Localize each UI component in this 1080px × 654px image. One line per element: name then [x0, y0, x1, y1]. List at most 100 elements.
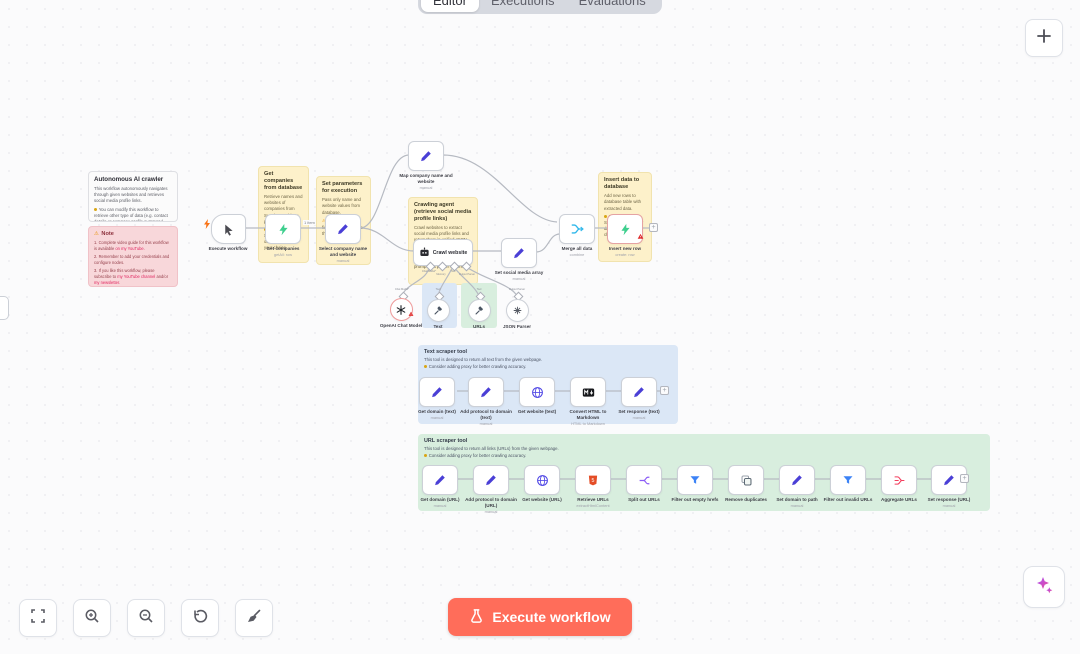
add-node-button[interactable] [1025, 19, 1063, 57]
node-label: Merge all data [561, 246, 593, 251]
trigger-bolt-icon [204, 219, 210, 229]
node-add-protocol-text[interactable]: Add protocol to domain (text) manual [458, 377, 514, 426]
edit-fields-icon [432, 387, 442, 398]
region-title: URL scraper tool [424, 438, 468, 444]
node-label: OpenAI Chat Model [379, 323, 423, 328]
zoom-out-button[interactable] [127, 599, 165, 637]
port-label: Tool [435, 288, 441, 291]
node-retrieve-urls[interactable]: 5 Retrieve URLs extractHtmlContent [565, 465, 621, 508]
node-label: Set domain to path [776, 497, 818, 502]
note-item-1: 1. Complete video guide for this workflo… [94, 240, 169, 252]
node-execute-workflow-trigger[interactable]: Execute workflow [200, 214, 256, 252]
warning-icon: ⚠ [322, 219, 326, 225]
tidy-up-button[interactable] [235, 599, 273, 637]
add-connection-button[interactable]: + [660, 386, 669, 395]
node-insert-new-row[interactable]: Insert new row create: row [597, 214, 653, 257]
node-subtitle: manual [484, 509, 498, 515]
node-label: JSON Parser [502, 324, 532, 329]
remove-duplicates-icon [741, 475, 751, 485]
edit-fields-icon [481, 387, 491, 398]
node-get-website-text[interactable]: Get website (text) [509, 377, 565, 415]
node-remove-duplicates[interactable]: Remove duplicates [718, 465, 774, 503]
node-subtitle: extractHtmlContent [576, 503, 610, 509]
youtube-channel-link[interactable]: my YouTube channel [117, 274, 156, 280]
node-offscreen-partial[interactable] [0, 296, 9, 320]
node-set-response-url[interactable]: Set response (URL) manual [921, 465, 977, 508]
note-autonomous-ai-crawler[interactable]: Autonomous AI crawler This workflow auto… [88, 171, 178, 222]
node-set-social-media-array[interactable]: Set social media array manual [491, 238, 547, 281]
filter-icon [843, 476, 853, 484]
node-label: Aggregate URLs [881, 497, 917, 502]
note-body: Pass only name and website values from d… [322, 197, 361, 215]
ai-assistant-button[interactable] [1023, 566, 1065, 608]
edit-fields-icon [486, 475, 496, 486]
node-merge-all-data[interactable]: Merge all data combine [549, 214, 605, 257]
node-label: Set response (URL) [927, 497, 971, 502]
node-urls-tool[interactable]: URLs [451, 299, 507, 330]
add-node-icon [1035, 27, 1053, 50]
node-subtitle: getAll: row [273, 252, 293, 258]
note-body: Add new rows to database table with extr… [604, 193, 642, 211]
node-get-domain-text[interactable]: Get domain (text) manual [412, 377, 462, 420]
note-title: Insert data to database [604, 177, 640, 190]
svg-text:5: 5 [592, 477, 595, 483]
node-text-tool[interactable]: Text [410, 299, 466, 330]
port-label: Chat Model* [394, 288, 410, 291]
node-label: Filter out empty hrefs [671, 497, 719, 502]
node-split-out-urls[interactable]: Split out URLs [616, 465, 672, 503]
node-label: Filter out invalid URLs [823, 497, 873, 502]
node-label: URLs [473, 324, 485, 329]
note-warning[interactable]: ⚠ Note 1. Complete video guide for this … [88, 226, 178, 287]
edit-fields-icon [421, 151, 431, 162]
node-set-domain-to-path[interactable]: Set domain to path manual [769, 465, 825, 508]
node-get-website-url[interactable]: Get website (URL) [514, 465, 570, 503]
node-subtitle: manual [790, 503, 804, 509]
region-tip: Consider adding proxy for better crawlin… [424, 364, 672, 369]
node-subtitle: HTML to Markdown [571, 421, 605, 427]
note-item-3: 3. If you like this workflow, please sub… [94, 268, 169, 285]
youtube-link[interactable]: on my YouTube. [115, 246, 145, 252]
node-get-domain-url[interactable]: Get domain (URL) manual [412, 465, 468, 508]
node-subtitle: manual [479, 421, 493, 427]
node-convert-html-markdown[interactable]: Convert HTML to Markdown HTML to Markdow… [560, 377, 616, 426]
reset-zoom-icon [192, 608, 208, 629]
tab-editor[interactable]: Editor [421, 0, 479, 12]
aggregate-icon [894, 475, 904, 485]
reset-zoom-button[interactable] [181, 599, 219, 637]
http-request-globe-icon [536, 474, 548, 486]
node-filter-empty-hrefs[interactable]: Filter out empty hrefs [667, 465, 723, 503]
zoom-in-button[interactable] [73, 599, 111, 637]
fit-view-button[interactable] [19, 599, 57, 637]
port-label: Memory [436, 273, 446, 276]
node-map-company-name-website[interactable]: Map company name and website manual [398, 141, 454, 190]
node-subtitle: manual [419, 185, 433, 191]
node-filter-invalid-urls[interactable]: Filter out invalid URLs [820, 465, 876, 503]
note-title: ⚠ Note [94, 231, 114, 237]
node-label: Get website (text) [517, 409, 557, 414]
add-connection-button[interactable]: + [960, 474, 969, 483]
node-select-company-name-website[interactable]: Select company name and website manual [315, 214, 371, 263]
bulb-icon [424, 453, 428, 457]
node-openai-chat-model[interactable]: OpenAI Chat Model [373, 298, 429, 329]
node-aggregate-urls[interactable]: Aggregate URLs [871, 465, 927, 503]
supabase-icon [620, 223, 630, 235]
tab-executions[interactable]: Executions [490, 0, 555, 8]
node-label: Retrieve URLs [577, 497, 609, 502]
node-get-companies[interactable]: Get companies getAll: row [255, 214, 311, 257]
robot-agent-icon [420, 247, 429, 256]
newsletter-link[interactable]: my newsletter. [94, 279, 121, 285]
node-add-protocol-url[interactable]: Add protocol to domain (URL) manual [463, 465, 519, 514]
node-label: Get website (URL) [522, 497, 562, 502]
tab-evaluations[interactable]: Evaluations [578, 0, 646, 8]
execute-workflow-button[interactable]: Execute workflow [448, 598, 632, 636]
tidy-up-icon [246, 608, 262, 629]
node-set-response-text[interactable]: Set response (text) manual [611, 377, 667, 420]
node-label: Set response (text) [618, 409, 660, 414]
node-json-parser[interactable]: JSON Parser [489, 299, 545, 330]
add-connection-button[interactable]: + [649, 223, 658, 232]
node-subtitle: manual [512, 276, 526, 282]
note-item-2: 2. Remember to add your credentials and … [94, 254, 170, 266]
edit-fields-icon [435, 475, 445, 486]
edit-fields-icon [514, 248, 524, 259]
